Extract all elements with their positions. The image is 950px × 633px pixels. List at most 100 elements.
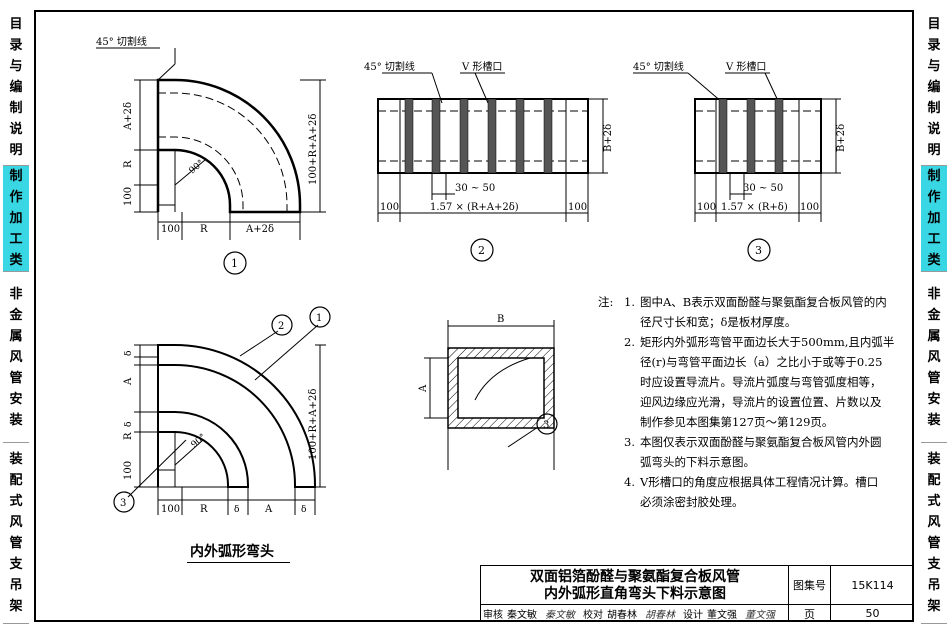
detail-dim-d2: δ	[124, 422, 134, 427]
fig2-v-groove-label: V 形槽口	[461, 60, 502, 73]
chapter-tab-char: 作	[927, 190, 941, 205]
detail-dim-d1: δ	[124, 351, 134, 356]
chapter-tab-3[interactable]: 非金属风管安装	[3, 272, 29, 443]
fig1-cut-line-label: 45° 切割线	[96, 35, 147, 48]
chapter-tab-char: 装	[927, 452, 941, 467]
fig2-dim-100-r: 100	[568, 202, 587, 213]
note-number	[624, 492, 640, 512]
fig3-number: 3	[755, 244, 762, 257]
note-number: 3.	[624, 435, 635, 449]
design-signature: 董文强	[745, 610, 775, 621]
fig1-number: 1	[231, 257, 238, 270]
chapter-tab-char: 编	[9, 80, 23, 95]
chapter-tab-char: 非	[9, 286, 23, 302]
chapter-tab-char: 加	[9, 211, 23, 226]
chapter-tab-char: 安	[9, 391, 23, 407]
note-text: 本图仅表示双面酚醛与聚氨酯复合板风管内外圆	[640, 435, 882, 449]
note-text: 矩形内外弧形弯管平面边长大于500mm,且内弧半	[640, 335, 895, 349]
section-dim-a: A	[418, 384, 429, 393]
chapter-tab-1[interactable]: 目录与编制说明	[921, 10, 947, 166]
chapter-tab-char: 金	[9, 307, 23, 323]
figure-2-strip	[377, 72, 608, 262]
detail-dim-a-h: A	[264, 504, 273, 515]
chapter-tab-char: 属	[927, 328, 941, 344]
chapter-tab-char: 吊	[9, 578, 23, 593]
chapter-tab-char: 说	[9, 122, 23, 137]
review-signature: 秦文敏	[545, 610, 575, 621]
chapter-tab-char: 管	[9, 536, 23, 551]
drawing-title: 双面铝箔酚醛与聚氨酯复合板风管 内外弧形直角弯头下料示意图	[480, 565, 789, 605]
note-label	[598, 492, 624, 512]
chapter-tab-char: 属	[9, 328, 23, 344]
chapter-tab-char: 风	[927, 349, 941, 365]
design-name: 董文强	[707, 610, 737, 621]
fig1-dim-a2d-h: A+2δ	[245, 224, 274, 235]
fig2-number: 2	[478, 244, 485, 257]
chapter-tab-char: 风	[9, 349, 23, 365]
chapter-tab-char: 明	[927, 143, 941, 158]
note-line: 迎风边缘应光滑，导流片的设置位置、片数以及	[598, 392, 914, 412]
note-label	[598, 432, 624, 452]
chapter-tab-char: 制	[927, 101, 941, 116]
title-line-2: 内外弧形直角弯头下料示意图	[544, 585, 726, 602]
fig3-dim-b2d: B+2δ	[836, 124, 847, 152]
figure-3-strip	[633, 72, 841, 262]
fig2-dim-100-l: 100	[380, 202, 399, 213]
note-label	[598, 332, 624, 352]
note-text: 迎风边缘应光滑，导流片的设置位置、片数以及	[640, 395, 882, 409]
fig1-dim-100-h: 100	[161, 224, 180, 235]
chapter-tab-3[interactable]: 非金属风管安装	[921, 272, 947, 443]
fig1-dim-total: 100+R+A+2δ	[308, 114, 319, 185]
note-text: V形槽口的角度应根据具体工程情况计算。槽口	[640, 475, 879, 489]
check-signature: 胡春林	[645, 610, 675, 621]
detail-dim-r: R	[123, 432, 134, 440]
chapter-tab-char: 配	[9, 473, 23, 488]
chapter-tab-char: 编	[927, 80, 941, 95]
chapter-tab-2[interactable]: 制作加工类	[3, 166, 29, 272]
note-number: 2.	[624, 335, 635, 349]
note-number	[624, 392, 640, 412]
fig1-dim-100-v: 100	[123, 187, 134, 206]
review-label: 审核	[483, 610, 503, 621]
note-text: 必须涂密封胶处理。	[640, 495, 744, 509]
detail-dim-100-v: 100	[123, 461, 134, 480]
chapter-tab-char: 风	[927, 515, 941, 530]
detail-dim-100-h: 100	[161, 504, 180, 515]
chapter-tab-char: 明	[9, 143, 23, 158]
chapter-tab-char: 与	[9, 59, 23, 74]
chapter-tab-char: 目	[927, 17, 941, 32]
drawing-frame	[34, 10, 914, 622]
detail-dim-d-h1: δ	[234, 505, 239, 515]
fig3-cut-line-label: 45° 切割线	[633, 60, 684, 73]
note-line: 注:1.图中A、B表示双面酚醛与聚氨酯复合板风管的内	[598, 292, 914, 312]
chapter-tab-char: 式	[9, 494, 23, 509]
chapter-tab-4[interactable]: 装配式风管支吊架	[3, 443, 29, 624]
figure-1-elbow	[96, 47, 326, 275]
fig2-v-grooves	[404, 98, 553, 174]
fig1-dim-a2d: A+2δ	[123, 102, 134, 131]
note-label	[598, 352, 624, 372]
note-label	[598, 452, 624, 472]
note-text: 图中A、B表示双面酚醛与聚氨酯复合板风管的内	[640, 295, 887, 309]
chapter-tab-char: 目	[9, 17, 23, 32]
check-label: 校对	[583, 610, 603, 621]
figure-cross-section	[424, 320, 558, 470]
section-dim-b: B	[497, 314, 504, 325]
chapter-tab-4[interactable]: 装配式风管支吊架	[921, 443, 947, 624]
note-number: 1.	[624, 295, 635, 309]
note-line: 制作参见本图集第127页～第129页。	[598, 412, 914, 432]
chapter-tab-char: 风	[9, 515, 23, 530]
chapter-tab-1[interactable]: 目录与编制说明	[3, 10, 29, 166]
section-label-3: 3	[543, 420, 549, 431]
note-line: 径尺寸长和宽；δ是板材厚度。	[598, 312, 914, 332]
chapter-tab-char: 支	[9, 557, 23, 572]
chapter-tab-2[interactable]: 制作加工类	[921, 166, 947, 272]
chapter-tab-char: 管	[927, 536, 941, 551]
note-line: 4.V形槽口的角度应根据具体工程情况计算。槽口	[598, 472, 914, 492]
left-chapter-tabs: 目录与编制说明制作加工类非金属风管安装装配式风管支吊架	[3, 10, 29, 624]
drawing-caption: 内外弧形弯头	[190, 544, 274, 560]
chapter-tab-char: 配	[927, 473, 941, 488]
note-number	[624, 352, 640, 372]
design-label: 设计	[683, 610, 703, 621]
